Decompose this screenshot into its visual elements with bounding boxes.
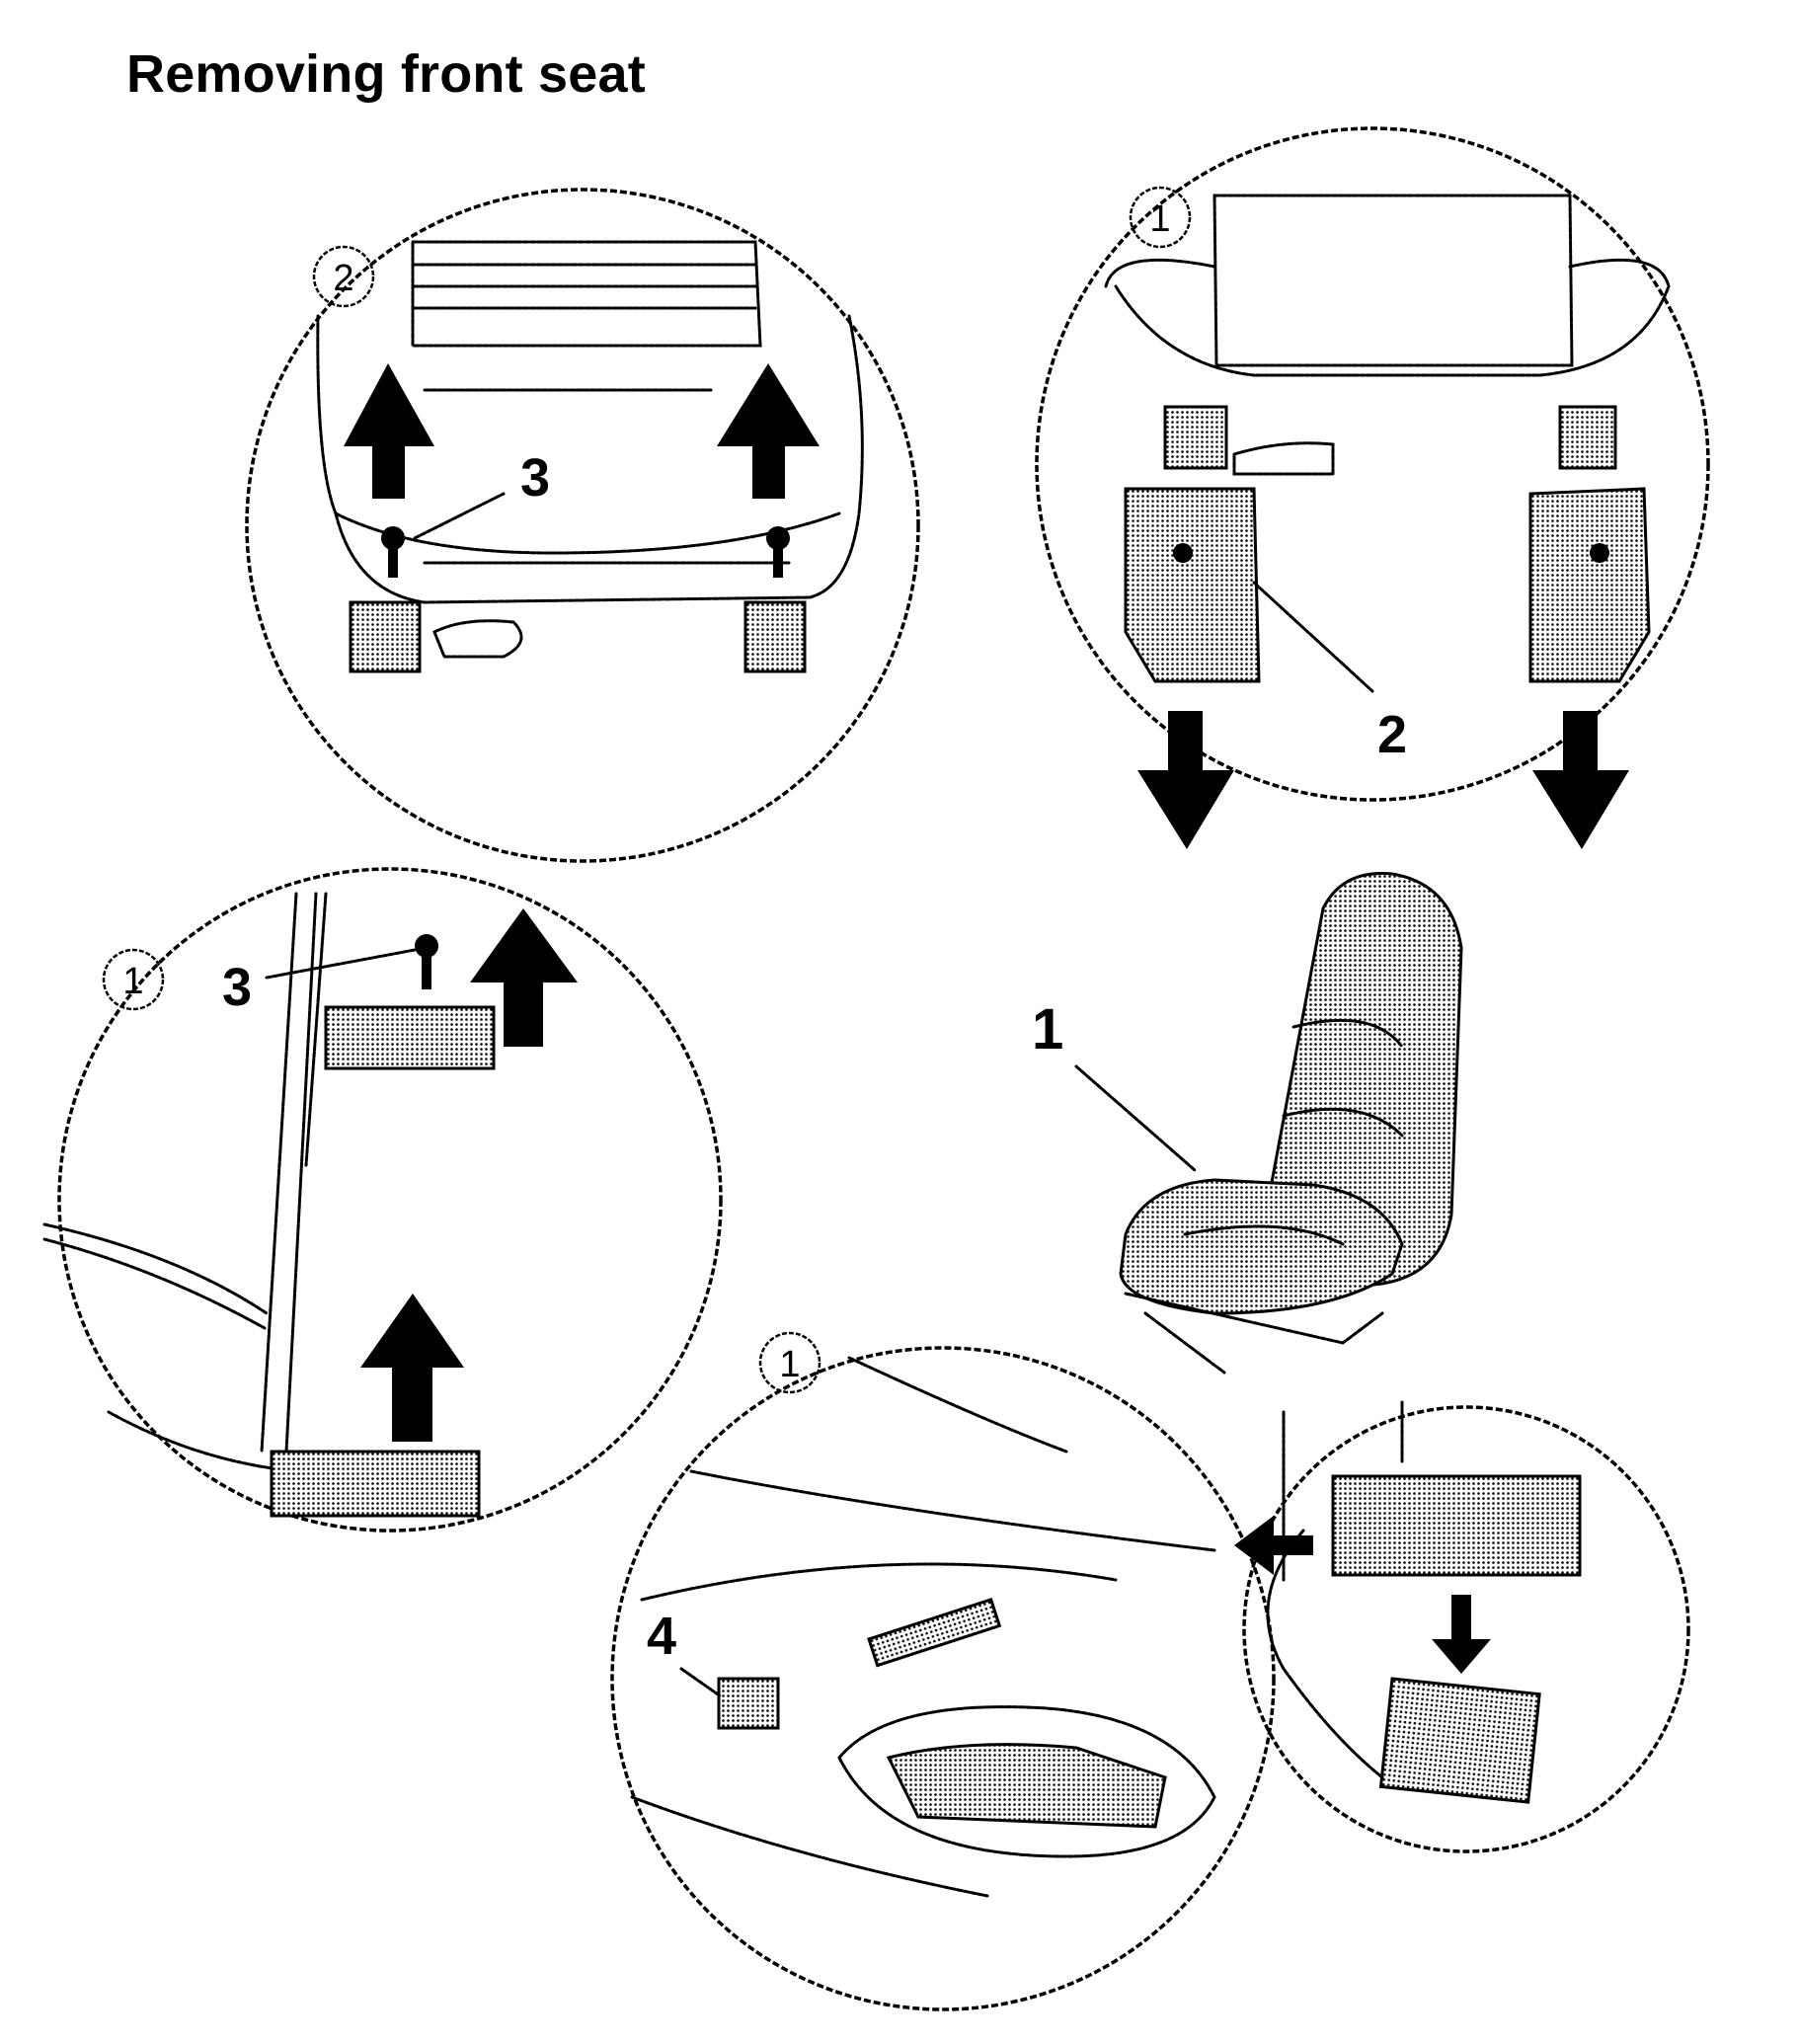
trim-cover-left <box>1124 487 1261 683</box>
down-arrow-icon <box>1532 711 1629 849</box>
connector-4 <box>717 1677 780 1730</box>
step-number: 1 <box>779 1344 800 1385</box>
detail-seat-rear-bolts: 3 2 <box>245 188 920 863</box>
down-arrow-icon <box>1432 1595 1491 1674</box>
detail-circle-connector <box>1242 1405 1690 1853</box>
down-arrow-icon <box>1137 711 1234 849</box>
connector-plug <box>1378 1677 1541 1804</box>
trim-strip-upper <box>324 1005 496 1070</box>
up-arrow-icon <box>344 363 434 499</box>
callout-4: 4 <box>647 1607 676 1666</box>
up-arrow-icon <box>717 363 820 499</box>
up-arrow-icon <box>360 1294 464 1442</box>
rail-strip <box>867 1597 1002 1668</box>
trim-cover-right <box>1528 487 1651 683</box>
callout-2: 2 <box>1377 705 1407 764</box>
screw-icon <box>415 934 438 958</box>
step-badge <box>758 1331 821 1394</box>
step-badge <box>102 948 165 1011</box>
connector-housing <box>1331 1474 1582 1577</box>
detail-circle-bottom <box>610 1346 1276 2011</box>
step-badge <box>1129 186 1192 249</box>
bolt-right-icon <box>766 526 790 550</box>
seat-cushion <box>1119 1178 1404 1315</box>
callout-3: 3 <box>520 448 550 508</box>
bolt-left-icon <box>381 526 405 550</box>
left-arrow-icon <box>1234 1516 1313 1575</box>
page-title: Removing front seat <box>126 44 646 104</box>
rail-right <box>743 600 807 673</box>
step-number: 1 <box>1149 198 1170 240</box>
bracket-right <box>1558 405 1617 470</box>
step-number: 1 <box>122 961 143 1002</box>
step-badge <box>312 245 375 308</box>
detail-circle-top-right <box>1035 126 1710 802</box>
trim-strip-lower <box>270 1450 481 1518</box>
rail-left <box>349 600 422 673</box>
seat-base <box>886 1743 1167 1829</box>
up-arrow-icon <box>470 908 578 1047</box>
detail-circle-top-left <box>245 188 920 863</box>
front-seat: 1 <box>1032 871 1463 1375</box>
bracket-left <box>1163 405 1228 470</box>
callout-1: 1 <box>1032 997 1063 1061</box>
detail-sill-trim: 3 1 <box>42 867 723 1533</box>
callout-3-left: 3 <box>222 958 252 1017</box>
detail-under-seat-connector: 4 1 <box>610 1331 1690 2011</box>
detail-circle-mid-left <box>57 867 723 1533</box>
step-number: 2 <box>333 258 353 299</box>
detail-seat-front-covers: 2 1 <box>1035 126 1710 849</box>
